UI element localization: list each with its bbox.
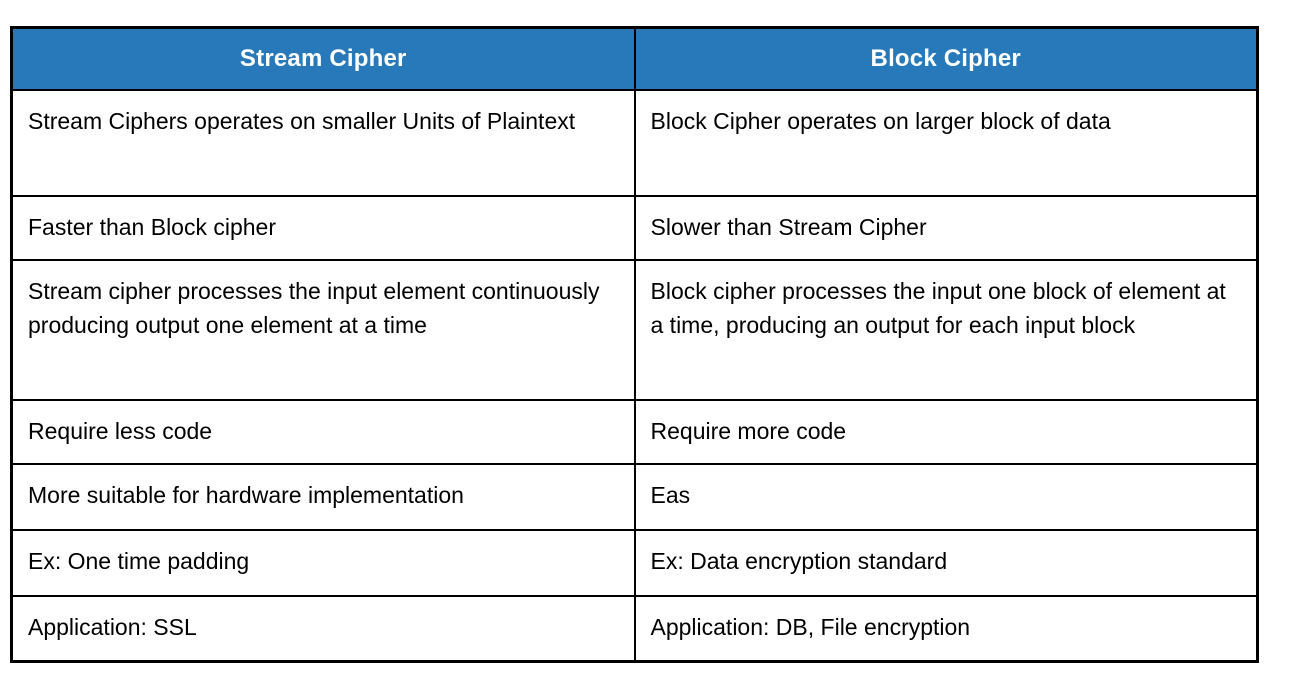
column-header-block-cipher: Block Cipher	[633, 26, 1259, 91]
cell-block-cipher: Application: DB, File encryption	[633, 594, 1259, 663]
cell-stream-cipher: Application: SSL	[10, 594, 636, 663]
table-row: Application: SSL Application: DB, File e…	[10, 594, 1259, 663]
cell-block-cipher: Ex: Data encryption standard	[633, 528, 1259, 597]
column-header-stream-cipher: Stream Cipher	[10, 26, 636, 91]
cell-stream-cipher: Ex: One time padding	[10, 528, 636, 597]
cell-stream-cipher: Stream Ciphers operates on smaller Units…	[10, 88, 636, 197]
cell-block-cipher: Block Cipher operates on larger block of…	[633, 88, 1259, 197]
cell-stream-cipher: Require less code	[10, 398, 636, 465]
cell-stream-cipher: Faster than Block cipher	[10, 194, 636, 261]
table-header-row: Stream Cipher Block Cipher	[10, 26, 1259, 91]
cell-block-cipher: Eas	[633, 462, 1259, 531]
cell-stream-cipher: Stream cipher processes the input elemen…	[10, 258, 636, 401]
cell-block-cipher: Slower than Stream Cipher	[633, 194, 1259, 261]
cipher-comparison-table: Stream Cipher Block Cipher Stream Cipher…	[10, 26, 1259, 663]
table-row: Ex: One time padding Ex: Data encryption…	[10, 528, 1259, 597]
table-row: Faster than Block cipher Slower than Str…	[10, 194, 1259, 261]
table-row: Stream Ciphers operates on smaller Units…	[10, 88, 1259, 197]
table-row: Require less code Require more code	[10, 398, 1259, 465]
table-row: More suitable for hardware implementatio…	[10, 462, 1259, 531]
table-row: Stream cipher processes the input elemen…	[10, 258, 1259, 401]
cell-stream-cipher: More suitable for hardware implementatio…	[10, 462, 636, 531]
cell-block-cipher: Require more code	[633, 398, 1259, 465]
cell-block-cipher: Block cipher processes the input one blo…	[633, 258, 1259, 401]
